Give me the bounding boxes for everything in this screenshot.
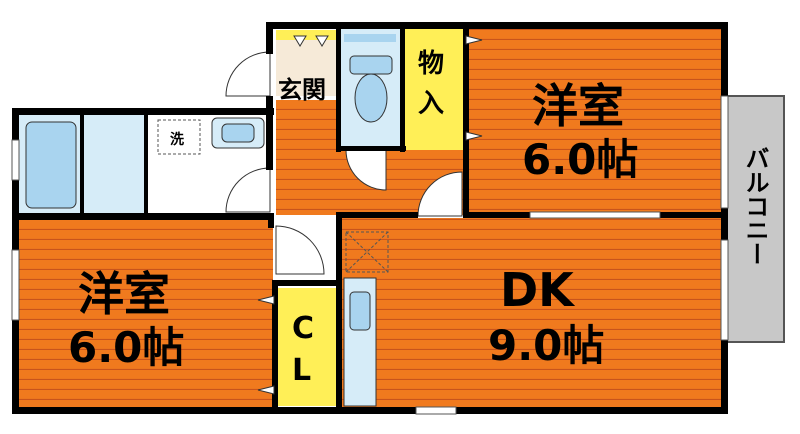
- left-room-door-swing: [275, 225, 325, 275]
- toilet-tank: [349, 55, 393, 75]
- fridge-space: [345, 231, 389, 273]
- entrance-floor: [276, 36, 336, 96]
- dk-name: DK: [500, 263, 576, 317]
- window-bottom: [415, 406, 457, 415]
- toilet-bowl: [354, 73, 388, 123]
- toilet-door-swing: [345, 149, 387, 191]
- closet: [276, 288, 336, 406]
- room-left-size: 6.0帖: [68, 323, 184, 372]
- sliding-door-room: [529, 211, 661, 219]
- laundry-label: 洗: [170, 131, 184, 148]
- balcony: [726, 95, 785, 343]
- storage-label-1: 物: [418, 49, 444, 79]
- window-dk: [720, 239, 729, 341]
- window-left-room: [11, 249, 20, 321]
- closet-label-c: C: [292, 311, 314, 346]
- bathtub: [25, 121, 77, 209]
- kitchen-sink: [349, 291, 371, 331]
- room-left-name: 洋室: [78, 267, 170, 321]
- entrance-label: 玄関: [278, 76, 326, 104]
- washroom-door-swing: [225, 167, 271, 213]
- laundry-space: [157, 119, 201, 155]
- shoe-cabinet: [276, 30, 336, 40]
- western-room-top: [468, 28, 722, 214]
- balcony-label: バルコニー: [741, 146, 769, 266]
- room-door-swing: [417, 171, 463, 217]
- room-top-name: 洋室: [532, 79, 624, 133]
- closet-label-l: L: [292, 353, 311, 388]
- dk-room: [340, 218, 722, 408]
- dk-size: 9.0帖: [488, 321, 604, 370]
- room-top-size: 6.0帖: [522, 135, 638, 184]
- door-markers: [257, 35, 483, 395]
- storage-label-2: 入: [418, 89, 444, 119]
- western-room-left: [18, 218, 273, 408]
- storage: [403, 28, 465, 150]
- window-bath: [11, 139, 20, 181]
- window-top-room: [720, 95, 729, 209]
- entrance-door-swing: [225, 51, 271, 97]
